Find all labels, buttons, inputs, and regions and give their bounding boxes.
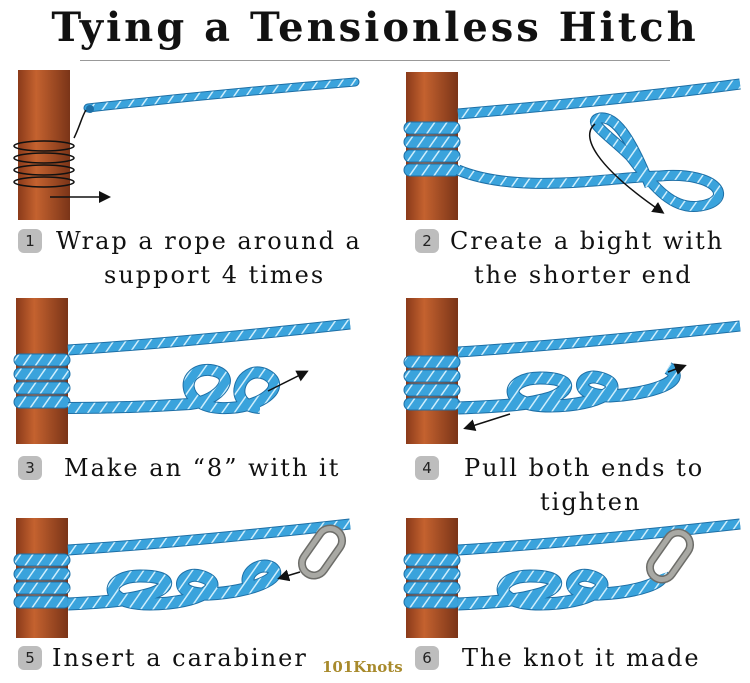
arrow-icon [267,370,309,392]
step-1-number: 1 [18,229,42,253]
brand-logo: 101Knots [322,658,403,676]
arrow-icon [588,123,665,214]
rope-icon [457,321,741,357]
step-3-illustration [10,296,360,446]
arrow-right-icon [667,363,687,375]
figure-eight-icon [67,560,281,610]
rope-wraps-icon [13,553,71,609]
step-1-illustration [10,66,360,226]
step-3-number: 3 [18,456,42,480]
rope-icon [67,519,351,555]
step-2-illustration [400,66,745,226]
rope-icon [457,519,741,555]
rope-icon [84,78,359,112]
figure-eight-icon [67,365,280,414]
rope-icon [457,79,741,119]
post-icon [18,70,70,220]
arrow-icon [277,569,301,582]
step-5-number: 5 [18,646,42,670]
step-4-caption-line1: Pull both ends to [464,454,705,482]
step-4-number: 4 [415,456,439,480]
step-2-caption-line2: the shorter end [474,261,693,289]
figure-eight-icon [457,363,680,414]
step-6-illustration [400,516,745,640]
rope-wraps-icon [13,353,71,409]
title-divider [80,60,670,61]
step-5-illustration [10,516,360,640]
step-2-caption-line1: Create a bight with [450,227,725,255]
step-2-number: 2 [415,229,439,253]
step-1-caption-line1: Wrap a rope around a [56,227,362,255]
rope-wraps-icon [403,355,461,411]
rope-wraps-icon [403,553,461,609]
step-6-number: 6 [415,646,439,670]
carabiner-icon [297,524,347,580]
step-3-caption-line1: Make an “8” with it [64,454,341,482]
arrow-left-icon [463,413,511,431]
figure-eight-icon [457,569,668,610]
rope-wraps-icon [403,121,461,177]
step-4-caption-line2: tighten [540,488,642,516]
carabiner-icon [645,528,695,584]
step-1-caption-line2: support 4 times [104,261,326,289]
step-6-caption-line1: The knot it made [462,644,701,672]
step-4-illustration [400,296,745,446]
step-5-caption-line1: Insert a carabiner [52,644,308,672]
page-title: Tying a Tensionless Hitch [51,4,699,51]
rope-icon [67,319,351,355]
